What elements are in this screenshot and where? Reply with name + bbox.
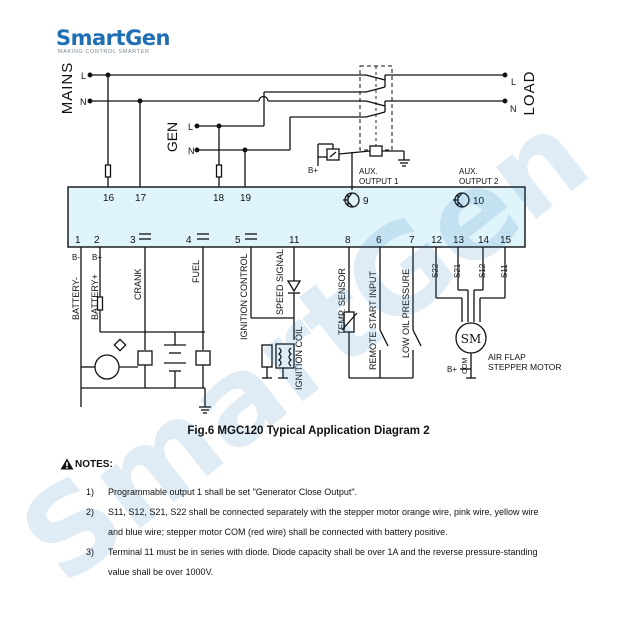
label-battery-plus: BATTERY+	[90, 274, 100, 320]
aux-relay-1	[317, 143, 371, 190]
changeover-contactor	[359, 65, 508, 167]
terminal-11: 11	[289, 235, 300, 246]
note-item: 3) Terminal 11 must be in series with di…	[86, 542, 566, 582]
terminal-13: 13	[453, 235, 465, 246]
terminal-8: 8	[345, 235, 351, 246]
gen-n-label: N	[188, 146, 195, 156]
mains-n-label: N	[80, 97, 87, 107]
terminal-1: 1	[75, 235, 81, 246]
note-text: Terminal 11 must be in series with diode…	[108, 547, 538, 557]
terminal-3: 3	[130, 235, 136, 246]
pin-s12: S12	[478, 263, 487, 278]
bottom-terminal-row: 1 2 3 4 5 11 8 6 7 12 13 14 15	[75, 235, 512, 246]
gen-label: GEN	[164, 122, 180, 152]
terminal-18: 18	[213, 193, 225, 204]
note-item: 2) S11, S12, S21, S22 shall be connected…	[86, 502, 566, 542]
label-ignition-control: IGNITION CONTROL	[239, 253, 249, 340]
load-n-label: N	[510, 104, 517, 114]
motor-symbol: SM	[461, 332, 482, 346]
label-temp-sensor: TEMP. SENSOR	[337, 268, 347, 335]
terminal-12: 12	[431, 235, 443, 246]
warning-triangle-icon	[60, 458, 74, 470]
terminal-17: 17	[135, 193, 147, 204]
smartgen-logo: SmartGen MAKING CONTROL SMARTER	[56, 26, 171, 55]
aux-bplus-label: B+	[308, 166, 318, 175]
aux-output-1-line2: OUTPUT 1	[359, 177, 399, 186]
note-text: S11, S12, S21, S22 shall be connected se…	[108, 507, 539, 517]
motor-label-line1: AIR FLAP	[488, 352, 526, 362]
terminal-15: 15	[500, 235, 512, 246]
load-l-label: L	[511, 77, 516, 87]
com-label: COM	[462, 358, 469, 375]
note-number: 1)	[86, 487, 95, 497]
notes-header: NOTES:	[60, 458, 113, 470]
figure-caption: Fig.6 MGC120 Typical Application Diagram…	[187, 425, 430, 437]
label-ignition-coil: IGNITION COIL	[294, 326, 304, 390]
notes-list: 1) Programmable output 1 shall be set "G…	[86, 482, 566, 582]
note-text: and blue wire; stepper motor COM (red wi…	[108, 527, 448, 537]
gen-l-label: L	[188, 122, 193, 132]
note-number: 3)	[86, 547, 95, 557]
terminal-6: 6	[376, 235, 382, 246]
aux-output-1-line1: AUX.	[359, 167, 378, 176]
label-battery-minus: BATTERY-	[71, 277, 81, 320]
notes-title: NOTES:	[75, 458, 113, 470]
vertical-labels: BATTERY- BATTERY+ CRANK FUEL IGNITION CO…	[71, 249, 411, 390]
pin-s21: S21	[453, 263, 462, 278]
terminal-14: 14	[478, 235, 490, 246]
mains-l-label: L	[81, 71, 86, 81]
terminal-5: 5	[235, 235, 241, 246]
motor-bplus-label: B+	[447, 365, 457, 374]
pin-labels: B- B+ S22 S21 S12 S11	[72, 253, 509, 278]
note-text: value shall be over 1000V.	[108, 567, 214, 577]
aux-output-2-line2: OUTPUT 2	[459, 177, 499, 186]
terminal-4: 4	[186, 235, 192, 246]
label-fuel: FUEL	[191, 260, 201, 283]
transistor-9	[343, 192, 360, 208]
note-text: Programmable output 1 shall be set "Gene…	[108, 487, 358, 497]
motor-label-line2: STEPPER MOTOR	[488, 362, 562, 372]
label-speed-signal: SPEED SIGNAL	[275, 249, 285, 315]
note-number: 2)	[86, 507, 95, 517]
pin-bminus: B-	[72, 253, 80, 262]
label-remote-start: REMOTE START INPUT	[368, 270, 378, 370]
terminal-7: 7	[409, 235, 415, 246]
controller-panel	[67, 186, 526, 248]
mains-wires	[87, 72, 366, 187]
bottom-wiring	[80, 247, 506, 414]
terminal-capacitors	[139, 233, 257, 240]
terminal-16: 16	[103, 193, 115, 204]
transistor-10-label: 10	[473, 196, 485, 207]
mains-label: MAINS	[59, 62, 76, 115]
label-low-oil-pressure: LOW OIL PRESSURE	[401, 269, 411, 358]
label-crank: CRANK	[133, 268, 143, 300]
logo-tagline: MAKING CONTROL SMARTER	[58, 49, 150, 55]
pin-s11: S11	[500, 264, 509, 278]
wiring-diagram: MAINS GEN LOAD L N L N L N	[59, 62, 562, 414]
pin-bplus: B+	[92, 253, 102, 262]
logo-brand: SmartGen	[56, 26, 171, 50]
transistor-9-label: 9	[363, 196, 369, 207]
note-item: 1) Programmable output 1 shall be set "G…	[86, 482, 566, 502]
gen-wires	[194, 91, 366, 187]
aux-output-2-line1: AUX.	[459, 167, 478, 176]
pin-s22: S22	[431, 263, 440, 278]
load-label: LOAD	[521, 71, 538, 116]
terminal-19: 19	[240, 193, 252, 204]
transistor-10	[453, 192, 470, 208]
terminal-2: 2	[94, 235, 100, 246]
